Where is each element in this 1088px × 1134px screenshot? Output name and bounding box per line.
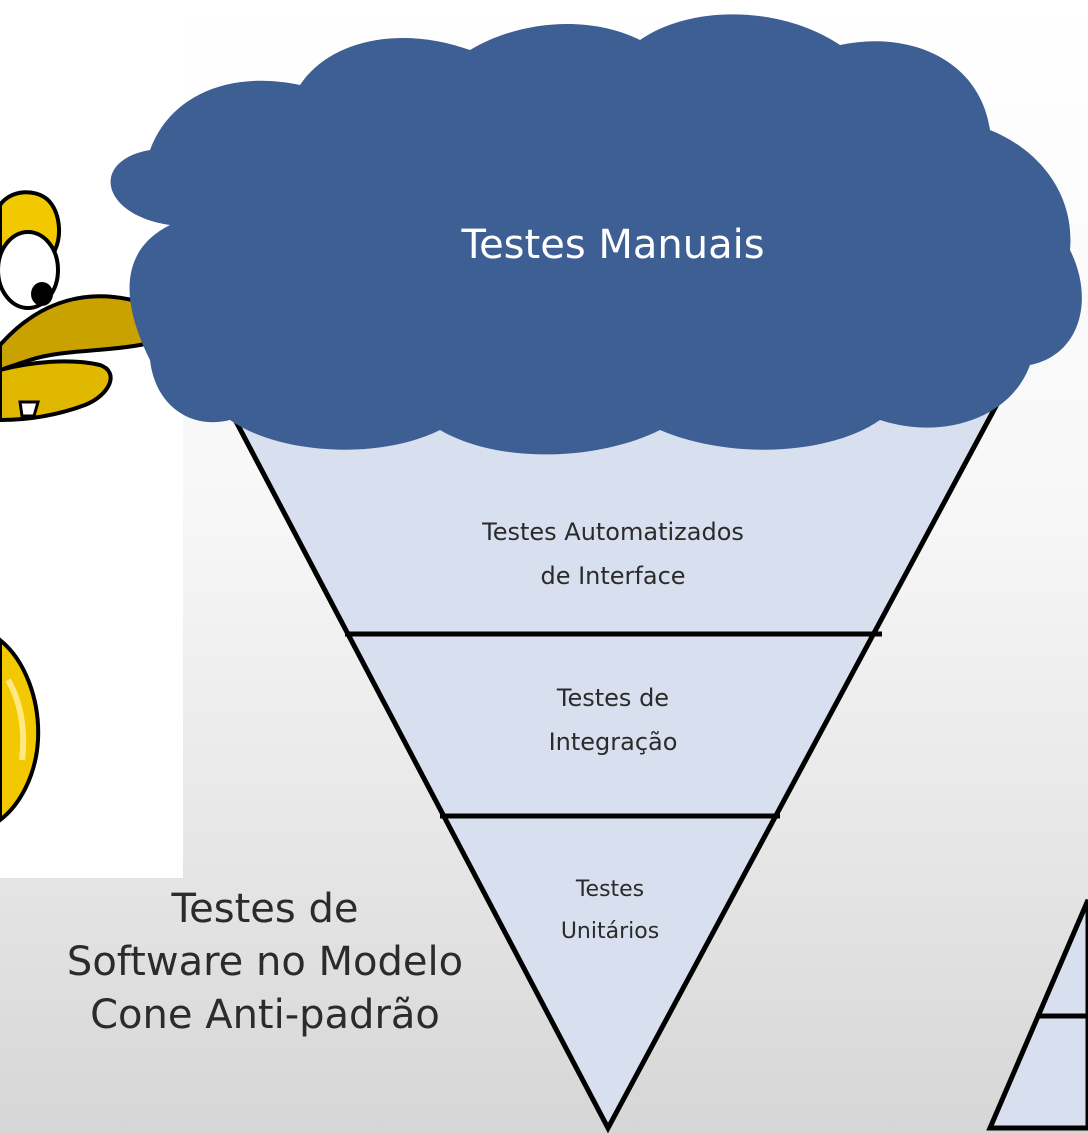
cone-layer-3-line-2: Unitários: [561, 919, 659, 944]
cone-layer-2-label: Testes de Integração: [549, 684, 678, 756]
cone-layer-1-line-1: Testes Automatizados: [481, 518, 744, 546]
cone-layer-3-line-1: Testes: [575, 877, 644, 902]
cone-layer-1-line-2: de Interface: [540, 562, 685, 590]
caption-line-3: Cone Anti-padrão: [90, 992, 440, 1038]
caption-line-1: Testes de: [171, 886, 359, 932]
cone-layer-2-line-1: Testes de: [556, 684, 669, 712]
diagram-caption: Testes de Software no Modelo Cone Anti-p…: [0, 883, 530, 1042]
cone-layer-2-line-2: Integração: [549, 728, 678, 756]
cloud-label: Testes Manuais: [460, 222, 764, 268]
duck-cartoon-icon: [0, 190, 171, 823]
cone-layer-3-label: Testes Unitários: [561, 877, 659, 944]
caption-line-2: Software no Modelo: [66, 939, 464, 985]
cloud-shape: [110, 14, 1082, 455]
cone-layer-1-label: Testes Automatizados de Interface: [481, 518, 744, 590]
cone-diagram: [225, 377, 1015, 1134]
pyramid-fragment-icon: [986, 899, 1088, 1131]
